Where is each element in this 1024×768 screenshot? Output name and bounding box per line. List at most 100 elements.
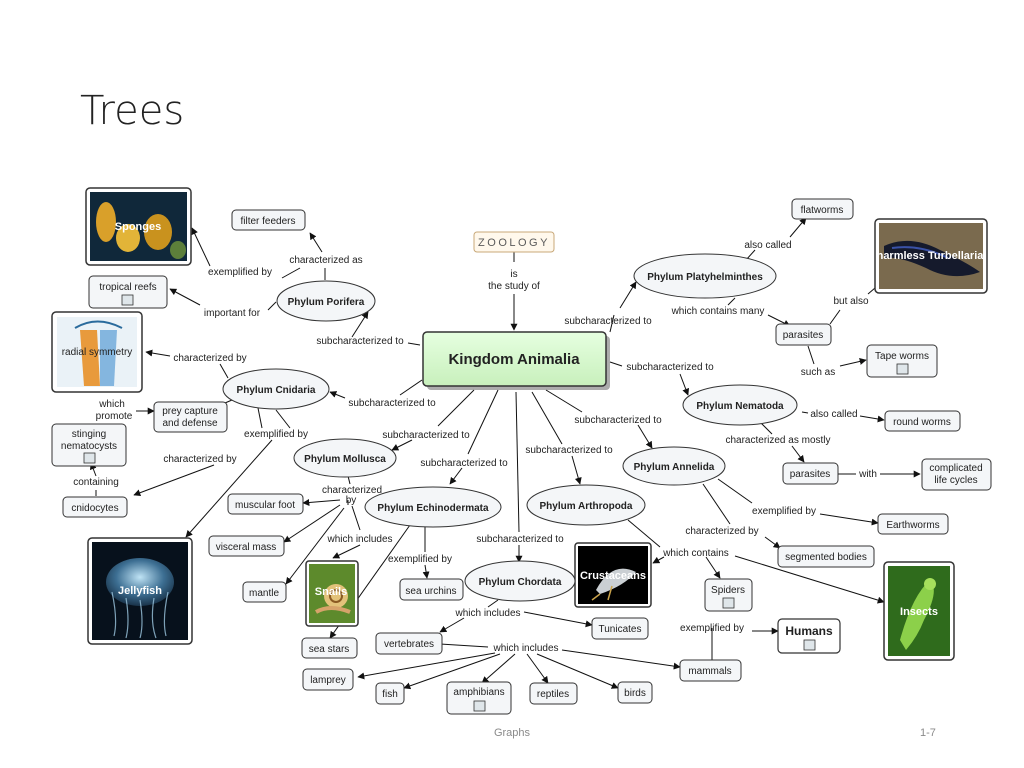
chordata-node: Phylum Chordata [464,560,576,602]
link-sub-nematoda: subcharacterized to [626,362,714,373]
fish-label: fish [382,689,398,700]
fish-node: fish [375,682,405,705]
humans-node: Humans [777,618,841,654]
link-which-contains: which contains [662,548,729,559]
stinging-nematocysts-node: stinging nematocysts [51,423,127,467]
edge-labels: is the study of subcharacterized to char… [73,240,877,654]
link-characterized-mollusca: characterized [322,485,382,496]
image-nodes: Sponges radial symmetry Jellyfish Snails [51,187,988,661]
filter-feeders-label: filter feeders [240,216,295,227]
cnidaria-node: Phylum Cnidaria [222,368,330,410]
round-worms-node: round worms [884,410,961,432]
cnidaria-label: Phylum Cnidaria [237,385,316,396]
link-by-mollusca: by [346,495,357,506]
link-which-includes-mollusca: which includes [326,534,392,545]
link-characterized-by-cnidocytes: characterized by [163,454,236,465]
tape-worms-label: Tape worms [875,351,929,362]
life-cycles-label: life cycles [934,475,977,486]
earthworms-node: Earthworms [877,513,949,535]
resource-icon[interactable] [83,452,96,464]
link-sub-chordata: subcharacterized to [476,534,564,545]
platyhelminthes-node: Phylum Platyhelminthes [633,253,777,299]
radial-symmetry-image: radial symmetry [51,311,143,393]
visceral-mass-label: visceral mass [216,542,277,553]
nematoda-label: Phylum Nematoda [696,401,784,412]
reptiles-node: reptiles [529,682,578,705]
resource-icon[interactable] [896,363,909,375]
lamprey-label: lamprey [310,675,346,686]
arthropoda-label: Phylum Arthropoda [540,501,633,512]
link-characterized-as-mostly: characterized as mostly [725,435,830,446]
sea-urchins-node: sea urchins [399,578,464,601]
cnidocytes-label: cnidocytes [71,503,118,514]
link-is: is [510,269,517,280]
link-with: with [858,469,877,480]
amphibians-label: amphibians [453,687,504,698]
crustaceans-image: Crustaceans [574,542,652,608]
humans-label: Humans [785,624,833,638]
tropical-reefs-label: tropical reefs [99,282,156,293]
nematocysts-label: nematocysts [61,441,117,452]
filter-feeders-node: filter feeders [231,209,306,231]
link-which-contains-many: which contains many [671,306,765,317]
resource-icon[interactable] [121,294,134,306]
sea-urchins-label: sea urchins [405,586,456,597]
vertebrates-node: vertebrates [375,632,443,655]
birds-label: birds [624,688,646,699]
resource-icon[interactable] [473,700,486,712]
sponges-label: Sponges [115,221,161,233]
arthropoda-node: Phylum Arthropoda [526,484,646,526]
snails-image: Snails [305,560,359,627]
link-sub-porifera: subcharacterized to [316,336,404,347]
link-sub-platyhelminthes: subcharacterized to [564,316,652,327]
mollusca-node: Phylum Mollusca [293,438,397,478]
amphibians-node: amphibians [446,681,512,715]
zoology-node: ZOOLOGY [473,231,555,253]
sea-stars-label: sea stars [309,644,350,655]
snails-label: Snails [315,586,347,598]
mollusca-label: Phylum Mollusca [304,454,386,465]
link-which: which [98,399,125,410]
prey-capture-label-2: and defense [162,418,217,429]
link-exemplified-by-mammals: exemplified by [680,623,744,634]
prey-capture-label: prey capture [162,406,218,417]
vertebrates-label: vertebrates [384,639,434,650]
link-promote: promote [96,411,133,422]
reptiles-label: reptiles [537,689,569,700]
root-node: Kingdom Animalia [422,331,610,390]
segmented-bodies-label: segmented bodies [785,552,867,563]
tunicates-label: Tunicates [599,624,642,635]
tunicates-node: Tunicates [591,617,649,640]
sponges-image: Sponges [85,187,192,266]
complicated-life-cycles-node: complicated life cycles [921,458,992,491]
link-sub-echinodermata: subcharacterized to [420,458,508,469]
muscular-foot-label: muscular foot [235,500,295,511]
earthworms-label: Earthworms [886,520,939,531]
platyhelminthes-label: Phylum Platyhelminthes [647,272,763,283]
birds-node: birds [617,681,653,704]
spiders-node: Spiders [704,578,753,612]
slide-number: 1-7 [920,727,936,739]
resource-icon[interactable] [803,639,816,651]
link-such-as: such as [801,367,835,378]
insects-label: Insects [900,606,938,618]
segmented-bodies-node: segmented bodies [777,545,875,568]
porifera-label: Phylum Porifera [288,297,365,308]
link-characterized-as: characterized as [289,255,362,266]
parasites-annelida-label: parasites [790,469,831,480]
concept-nodes: ZOOLOGY Kingdom Animalia Phylum Porifera… [51,198,992,715]
echinodermata-label: Phylum Echinodermata [377,503,489,514]
link-which-includes-chordata: which includes [454,608,520,619]
link-exemplified-by-cnidaria: exemplified by [244,429,308,440]
link-sub-cnidaria: subcharacterized to [348,398,436,409]
tape-worms-node: Tape worms [866,344,938,378]
link-exemplified-by-echinodermata: exemplified by [388,554,452,565]
jellyfish-label: Jellyfish [118,585,162,597]
link-also-called-nematoda: also called [810,409,857,420]
link-containing: containing [73,477,119,488]
chordata-label: Phylum Chordata [479,577,562,588]
link-exemplified-by-porifera: exemplified by [208,267,272,278]
stinging-label: stinging [72,429,106,440]
resource-icon[interactable] [722,597,735,609]
muscular-foot-node: muscular foot [227,493,304,515]
